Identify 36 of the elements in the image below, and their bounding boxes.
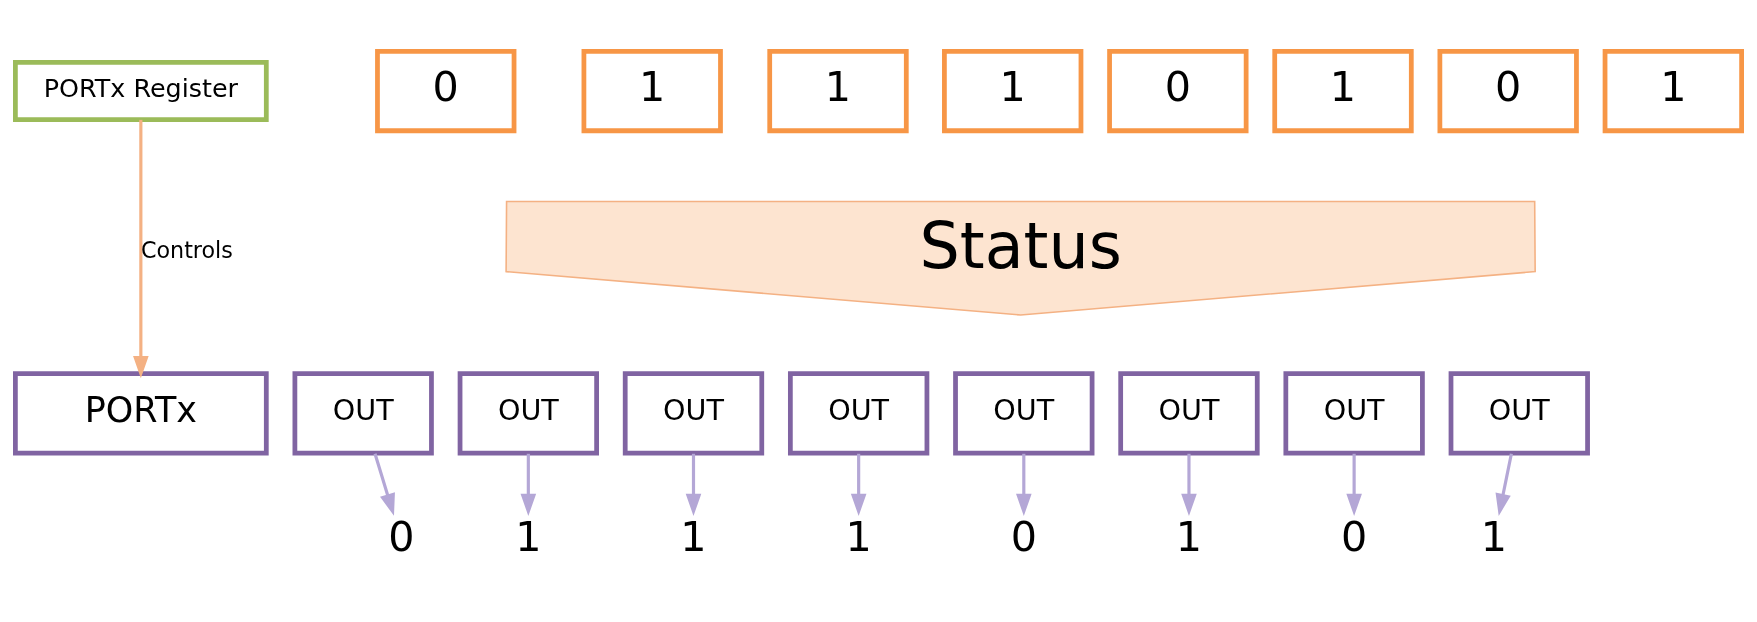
node-text: 1: [515, 513, 542, 562]
node-box: 0: [1107, 48, 1249, 134]
node-text: 0: [1010, 513, 1037, 562]
arrow: [133, 119, 149, 379]
node-text: 0: [388, 513, 415, 562]
node-box: OUT: [457, 371, 599, 456]
node-text: 1: [680, 513, 707, 562]
node-box: OUT: [1118, 371, 1260, 456]
node-box: 1: [767, 48, 909, 134]
node-box: 0: [375, 48, 517, 134]
node-text: 1: [845, 513, 872, 562]
node-box: PORTx: [13, 371, 269, 456]
node-text: 1: [1480, 513, 1508, 562]
node-text: 1: [1175, 513, 1203, 562]
arrow: [1346, 453, 1362, 517]
node-box: OUT: [788, 371, 930, 456]
arrow: [1181, 453, 1197, 517]
node-box: PORTx Register: [13, 60, 269, 122]
node-box: 1: [1602, 48, 1744, 134]
node-box: 1: [1272, 48, 1414, 134]
node-box: 1: [581, 48, 723, 134]
node-box: OUT: [292, 371, 434, 456]
arrow: [850, 453, 867, 517]
arrow: [1495, 453, 1513, 516]
arrow: [1016, 453, 1032, 517]
node-box: OUT: [1283, 371, 1425, 456]
edge-label: Controls: [140, 237, 233, 264]
node-box: OUT: [622, 371, 765, 456]
node-box: OUT: [953, 371, 1095, 456]
node-text: 0: [1340, 513, 1368, 562]
arrow: [520, 453, 537, 517]
node-box: OUT: [1448, 371, 1590, 456]
arrow: [373, 453, 395, 516]
node-box: 1: [942, 48, 1084, 134]
node-box: 0: [1437, 48, 1579, 134]
arrow: [685, 453, 702, 517]
